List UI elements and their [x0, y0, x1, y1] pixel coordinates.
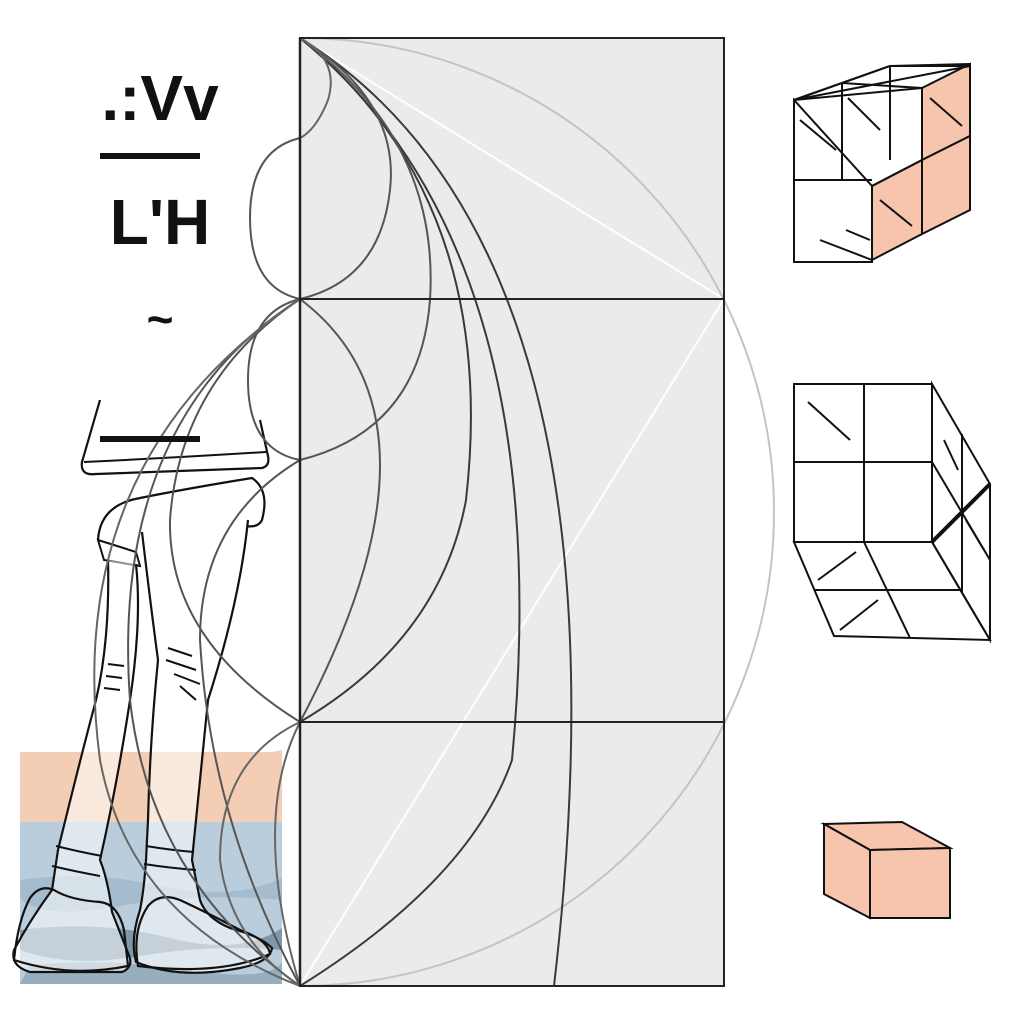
- arc-from-middle-point: [127, 298, 301, 987]
- outer-light-arc: [299, 37, 775, 987]
- diagonal-line: [299, 298, 725, 987]
- arc-to-bottom-corner: [274, 721, 301, 987]
- left-bulge-circle: [246, 298, 301, 461]
- legs-illustration: [12, 399, 282, 984]
- lower-bar: [100, 436, 200, 442]
- fraction-numerator: .:Vv: [101, 62, 219, 134]
- arc-from-middle-point: [299, 298, 381, 723]
- diagonal-line: [299, 37, 725, 300]
- isometric-u-shaped-block-icon: [793, 62, 971, 263]
- arc-from-top-corner: [299, 37, 521, 987]
- left-knee-lines: [103, 663, 125, 691]
- fraction-bar: [100, 153, 200, 159]
- arc-from-middle-point: [168, 298, 301, 723]
- right-knee-lines: [165, 647, 201, 701]
- shorts-hem: [83, 451, 267, 463]
- arc-small-loop: [299, 37, 332, 139]
- left-shoe: [12, 887, 130, 972]
- arc-from-top-corner: [299, 37, 392, 300]
- right-shoe: [135, 895, 272, 971]
- left-sock: [51, 845, 103, 877]
- arc-to-bottom-corner: [218, 721, 301, 987]
- right-sock: [143, 845, 197, 871]
- tilde-symbol: ~: [146, 293, 174, 345]
- fraction-denominator: L'H: [109, 186, 211, 258]
- left-bulge-circle: [248, 137, 301, 300]
- panel-background: [300, 38, 724, 986]
- golden-construction-panel: [93, 37, 775, 987]
- left-leg: [12, 559, 140, 974]
- arc-from-middle-point: [93, 298, 301, 987]
- folded-grid-corner-icon: [792, 380, 992, 644]
- single-cube-icon: [820, 820, 954, 920]
- arc-from-top-corner: [299, 37, 573, 987]
- arc-to-bottom-corner: [198, 459, 301, 987]
- right-leg: [132, 519, 274, 974]
